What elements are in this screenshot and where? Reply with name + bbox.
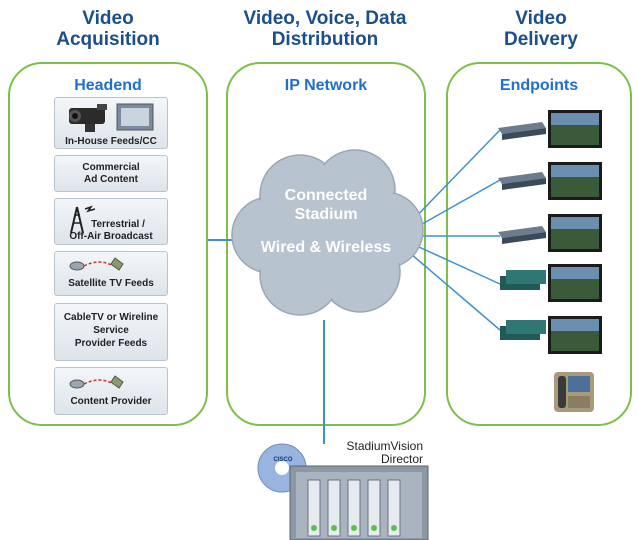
cloud-label: Connected Stadium Wired & Wireless — [246, 186, 406, 257]
panel-title-ip-network: IP Network — [284, 77, 368, 94]
source-satellite: Satellite TV Feeds — [54, 251, 168, 296]
antenna-tower-icon — [70, 205, 96, 234]
column-title-delivery: Video Delivery — [446, 8, 636, 50]
column-title-line: Delivery — [504, 29, 578, 50]
source-cable-wireline: CableTV or Wireline Service Provider Fee… — [54, 303, 168, 361]
column-title-line: Acquisition — [56, 29, 160, 50]
panel-title-headend: Headend — [74, 77, 142, 94]
source-label: Commercial — [82, 162, 140, 173]
column-title-distribution: Video, Voice, Data Distribution — [205, 8, 445, 50]
director-label-line: Director — [380, 452, 423, 466]
endpoint-row-2 — [498, 162, 602, 200]
source-content-provider: Content Provider — [54, 367, 168, 415]
cloud-label-line: Connected — [284, 187, 368, 204]
endpoint-connector-line — [403, 247, 501, 331]
column-title-line: Video, Voice, Data — [243, 8, 407, 29]
endpoint-row-4 — [500, 264, 602, 302]
cloud-label-line: Wired & Wireless — [260, 239, 392, 256]
column-title-line: Distribution — [271, 29, 379, 50]
column-title-line: Video — [82, 8, 134, 29]
column-title-acquisition: Video Acquisition — [8, 8, 208, 50]
source-label: Content Provider — [70, 396, 152, 407]
source-label: Satellite TV Feeds — [68, 278, 154, 289]
endpoint-connector-line — [407, 179, 501, 233]
director-label: StadiumVision Director — [327, 439, 424, 466]
connected-stadium-cloud — [231, 149, 424, 316]
director-label-line: StadiumVision — [346, 439, 424, 453]
camera-icon — [69, 103, 154, 132]
stadiumvision-director-server — [257, 443, 429, 540]
source-label: Terrestrial / — [91, 219, 145, 230]
endpoint-connector-line — [407, 241, 501, 285]
panel-title-endpoints: Endpoints — [499, 77, 579, 94]
source-label: In-House Feeds/CC — [65, 136, 157, 147]
cisco-logo: CISCO — [273, 457, 293, 463]
ip-phone-icon — [554, 372, 594, 412]
column-title-line: Video — [515, 8, 567, 29]
satellite-link-icon — [69, 375, 124, 389]
source-label: Service — [93, 325, 129, 336]
source-terrestrial: Terrestrial / Off-Air Broadcast — [54, 198, 168, 245]
source-commercial-ad: Commercial Ad Content — [54, 155, 168, 192]
endpoint-row-5 — [500, 316, 602, 354]
cloud-label-line: Stadium — [294, 206, 358, 223]
source-in-house-feeds: In-House Feeds/CC — [54, 97, 168, 149]
satellite-link-icon — [69, 257, 124, 271]
endpoint-row-3 — [498, 214, 602, 252]
source-label: Ad Content — [84, 174, 138, 185]
source-label: Provider Feeds — [74, 338, 148, 349]
endpoint-row-1 — [498, 110, 602, 148]
endpoint-connector-line — [404, 129, 501, 229]
source-label: Off-Air Broadcast — [69, 231, 153, 242]
source-label: CableTV or Wireline — [63, 312, 159, 323]
